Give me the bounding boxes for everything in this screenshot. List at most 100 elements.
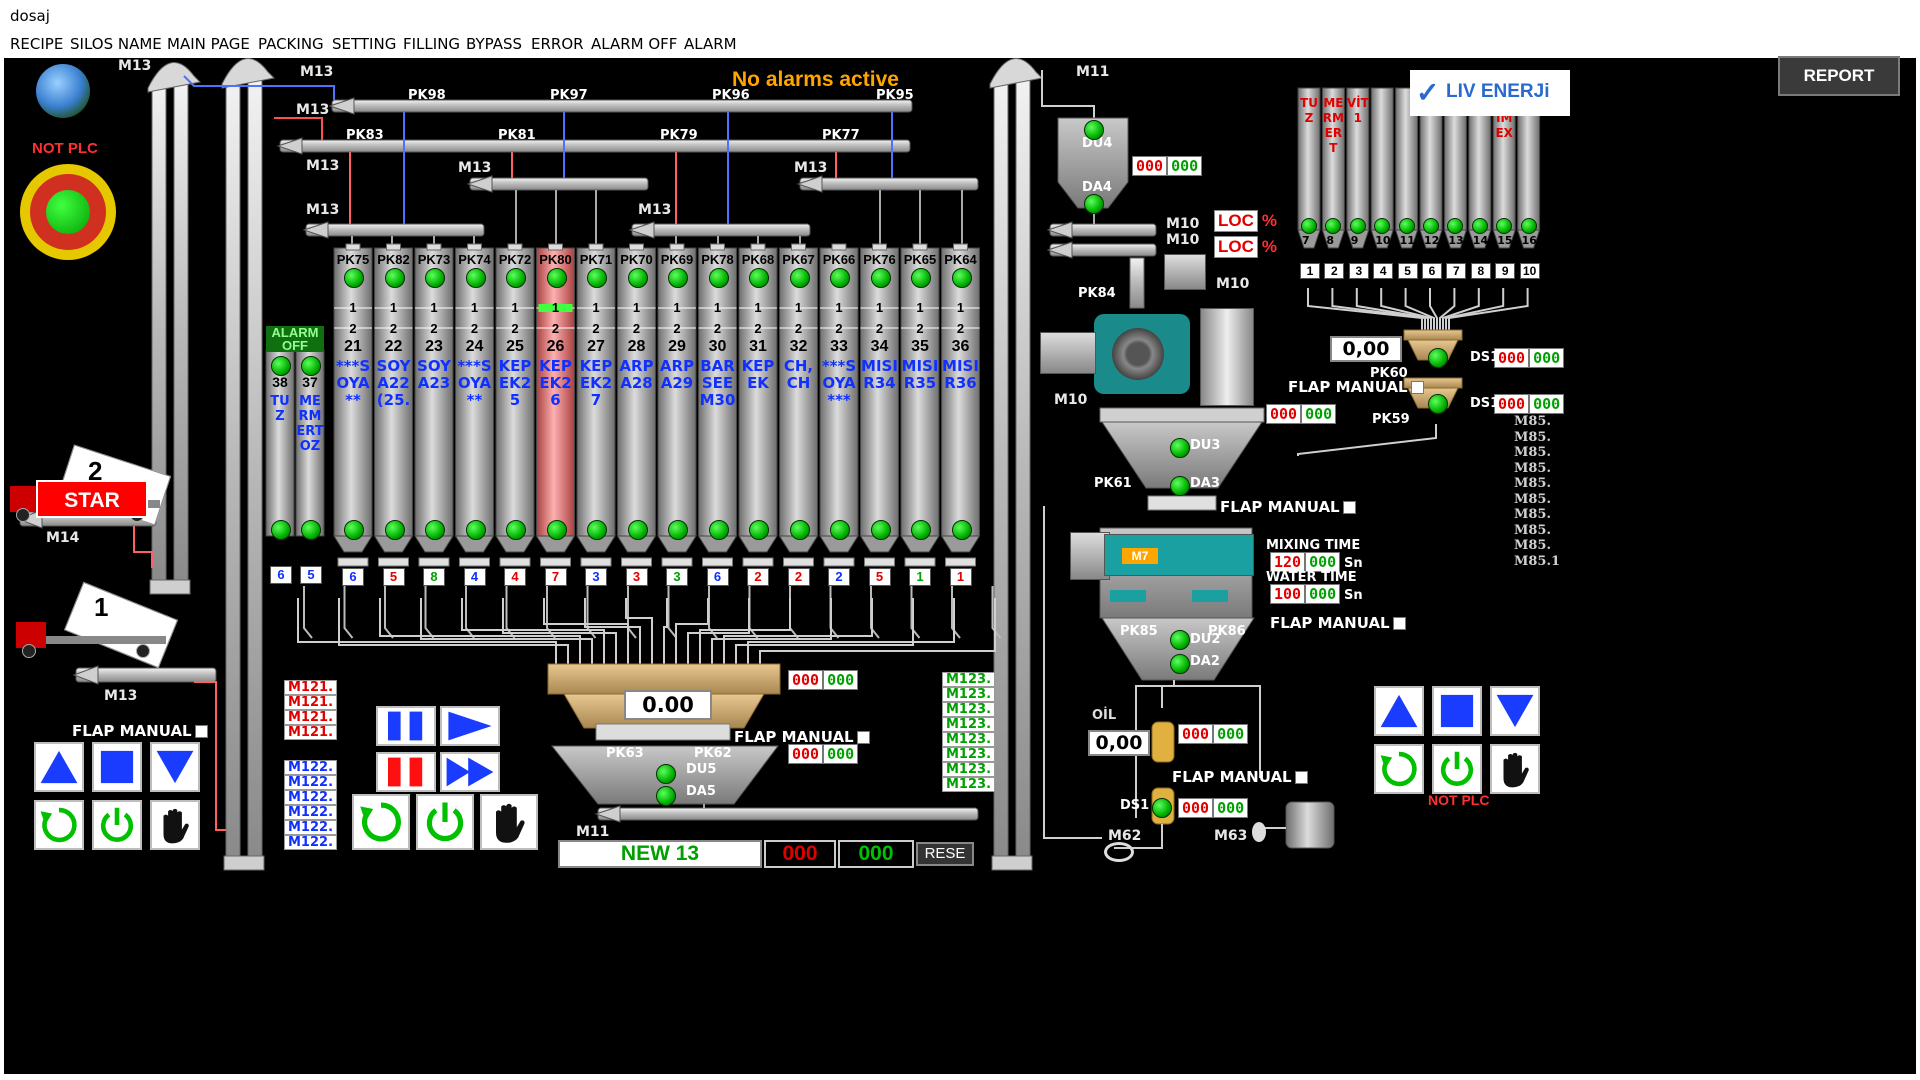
flap-manual-checkbox[interactable] bbox=[1342, 501, 1356, 514]
right-silo-number: 15 bbox=[1497, 234, 1513, 247]
pause-blue-button[interactable] bbox=[376, 706, 436, 746]
conveyor-mid-right bbox=[799, 177, 979, 191]
motor-label-m63: M63 bbox=[1214, 828, 1248, 844]
silo-32[interactable] bbox=[779, 247, 818, 537]
menu-item-error[interactable]: ERROR bbox=[531, 35, 584, 53]
fast-forward-button[interactable] bbox=[440, 752, 500, 792]
flap-manual-checkbox[interactable] bbox=[1294, 771, 1308, 784]
right-panel-reset-button[interactable] bbox=[1374, 744, 1424, 794]
small-silo-37[interactable] bbox=[295, 349, 325, 537]
silo-gate-2: 2 bbox=[470, 321, 479, 336]
up-icon bbox=[1379, 691, 1419, 731]
mixer-motor-label: M7 bbox=[1122, 548, 1158, 564]
menu-item-main-page[interactable]: MAIN PAGE bbox=[167, 35, 250, 53]
flap-manual-checkbox[interactable] bbox=[1392, 617, 1406, 630]
silo-gate-1: 1 bbox=[349, 300, 357, 315]
silo-top-led bbox=[749, 268, 769, 288]
motor-icon bbox=[1040, 332, 1096, 374]
small-silo-38[interactable] bbox=[265, 349, 295, 537]
silo-29[interactable] bbox=[657, 247, 697, 537]
center-hand-button[interactable] bbox=[480, 794, 538, 850]
silo-28[interactable] bbox=[617, 247, 656, 537]
silo-27[interactable] bbox=[576, 247, 616, 537]
flap-manual-checkbox[interactable] bbox=[1410, 381, 1424, 394]
silo-tag-pk78: PK78 bbox=[701, 252, 734, 267]
left-panel-down-button[interactable] bbox=[150, 742, 200, 792]
silo-name: ***SOYA*** bbox=[821, 357, 857, 409]
silo-bin-32: 2 bbox=[787, 568, 810, 586]
right-silo-bin: 4 bbox=[1373, 263, 1394, 279]
silo-35[interactable] bbox=[900, 247, 940, 537]
equipment-label-pk84: PK84 bbox=[1078, 286, 1116, 301]
reset-icon bbox=[1379, 749, 1419, 789]
menu-item-setting[interactable]: SETTING bbox=[332, 35, 397, 53]
menu-item-recipe[interactable]: RECIPE bbox=[10, 35, 64, 53]
conveyor-low-right bbox=[631, 223, 811, 237]
m123-indicator: M123. bbox=[942, 672, 996, 687]
mixer-motor-icon bbox=[1070, 532, 1110, 580]
silo-name: KEPEK25 bbox=[498, 357, 532, 409]
elevator-left-2 bbox=[225, 77, 241, 859]
right-silo-bin: 6 bbox=[1422, 263, 1442, 279]
pause-red-button[interactable] bbox=[376, 752, 436, 792]
silo-number: 31 bbox=[749, 338, 767, 355]
center-reset-button[interactable] bbox=[352, 794, 410, 850]
small-silo-bin: 6 bbox=[270, 566, 292, 584]
left-panel-hand-button[interactable] bbox=[150, 800, 200, 850]
menu-item-filling[interactable]: FILLING bbox=[403, 35, 461, 53]
right-panel-stop-button[interactable] bbox=[1432, 686, 1482, 736]
flap-manual-checkbox[interactable] bbox=[194, 725, 208, 738]
equipment-led-10 bbox=[1152, 798, 1172, 818]
right-panel-up-button[interactable] bbox=[1374, 686, 1424, 736]
silo-30[interactable] bbox=[698, 247, 737, 537]
right-silo-10[interactable] bbox=[1370, 87, 1394, 231]
motor-label-m14: M14 bbox=[46, 530, 80, 546]
bottom-counter-green: 000 bbox=[838, 840, 914, 868]
silo-22[interactable] bbox=[374, 247, 413, 537]
m85-indicator: M85. bbox=[1514, 491, 1552, 507]
motor-label-m10: M10 bbox=[1166, 232, 1200, 248]
stop-icon bbox=[97, 747, 137, 787]
start-button[interactable]: STAR bbox=[36, 480, 148, 518]
left-panel-power-button[interactable] bbox=[92, 800, 142, 850]
m85-indicator: M85. bbox=[1514, 522, 1552, 538]
menu-item-silos-name[interactable]: SILOS NAME bbox=[70, 35, 162, 53]
menu-item-packing[interactable]: PACKING bbox=[258, 35, 324, 53]
right-panel-down-button[interactable] bbox=[1490, 686, 1540, 736]
flap-manual-checkbox[interactable] bbox=[856, 731, 870, 744]
silo-34[interactable] bbox=[860, 247, 899, 537]
menu-item-bypass[interactable]: BYPASS bbox=[466, 35, 523, 53]
left-panel-up-button[interactable] bbox=[34, 742, 84, 792]
emergency-stop-icon[interactable] bbox=[20, 164, 116, 260]
menu-item-alarm[interactable]: ALARM bbox=[684, 35, 737, 53]
motor-label-m10: M10 bbox=[1166, 216, 1200, 232]
play-button[interactable] bbox=[440, 706, 500, 746]
silo-top-led bbox=[830, 268, 850, 288]
silo-25[interactable] bbox=[495, 247, 535, 537]
grinder-wheel-icon bbox=[1112, 328, 1164, 380]
report-button[interactable]: REPORT bbox=[1778, 56, 1900, 96]
silo-gate-2: 2 bbox=[713, 321, 722, 336]
silo-31[interactable] bbox=[738, 247, 778, 537]
logo-icon: ✓ bbox=[1416, 77, 1440, 108]
silo-21[interactable] bbox=[333, 247, 373, 537]
silo-24[interactable] bbox=[455, 247, 494, 537]
equipment-label-da3: DA3 bbox=[1190, 476, 1220, 491]
reset-button[interactable]: RESE bbox=[916, 842, 974, 866]
center-power-button[interactable] bbox=[416, 794, 474, 850]
silo-gate-1: 1 bbox=[916, 300, 924, 315]
left-panel-stop-button[interactable] bbox=[92, 742, 142, 792]
motor-label-m13: M13 bbox=[296, 102, 330, 118]
silo-36[interactable] bbox=[941, 247, 980, 537]
right-panel-hand-button[interactable] bbox=[1490, 744, 1540, 794]
menu-item-alarm-off[interactable]: ALARM OFF bbox=[591, 35, 678, 53]
right-panel-power-button[interactable] bbox=[1432, 744, 1482, 794]
silo-name: MISIR36 bbox=[942, 357, 979, 392]
right-silo-led bbox=[1496, 218, 1513, 234]
left-panel-reset-button[interactable] bbox=[34, 800, 84, 850]
silo-23[interactable] bbox=[414, 247, 454, 537]
m123-indicator: M123. bbox=[942, 777, 996, 792]
flap-manual-0: FLAP MANUAL bbox=[72, 722, 208, 740]
silo-26[interactable] bbox=[536, 247, 575, 537]
